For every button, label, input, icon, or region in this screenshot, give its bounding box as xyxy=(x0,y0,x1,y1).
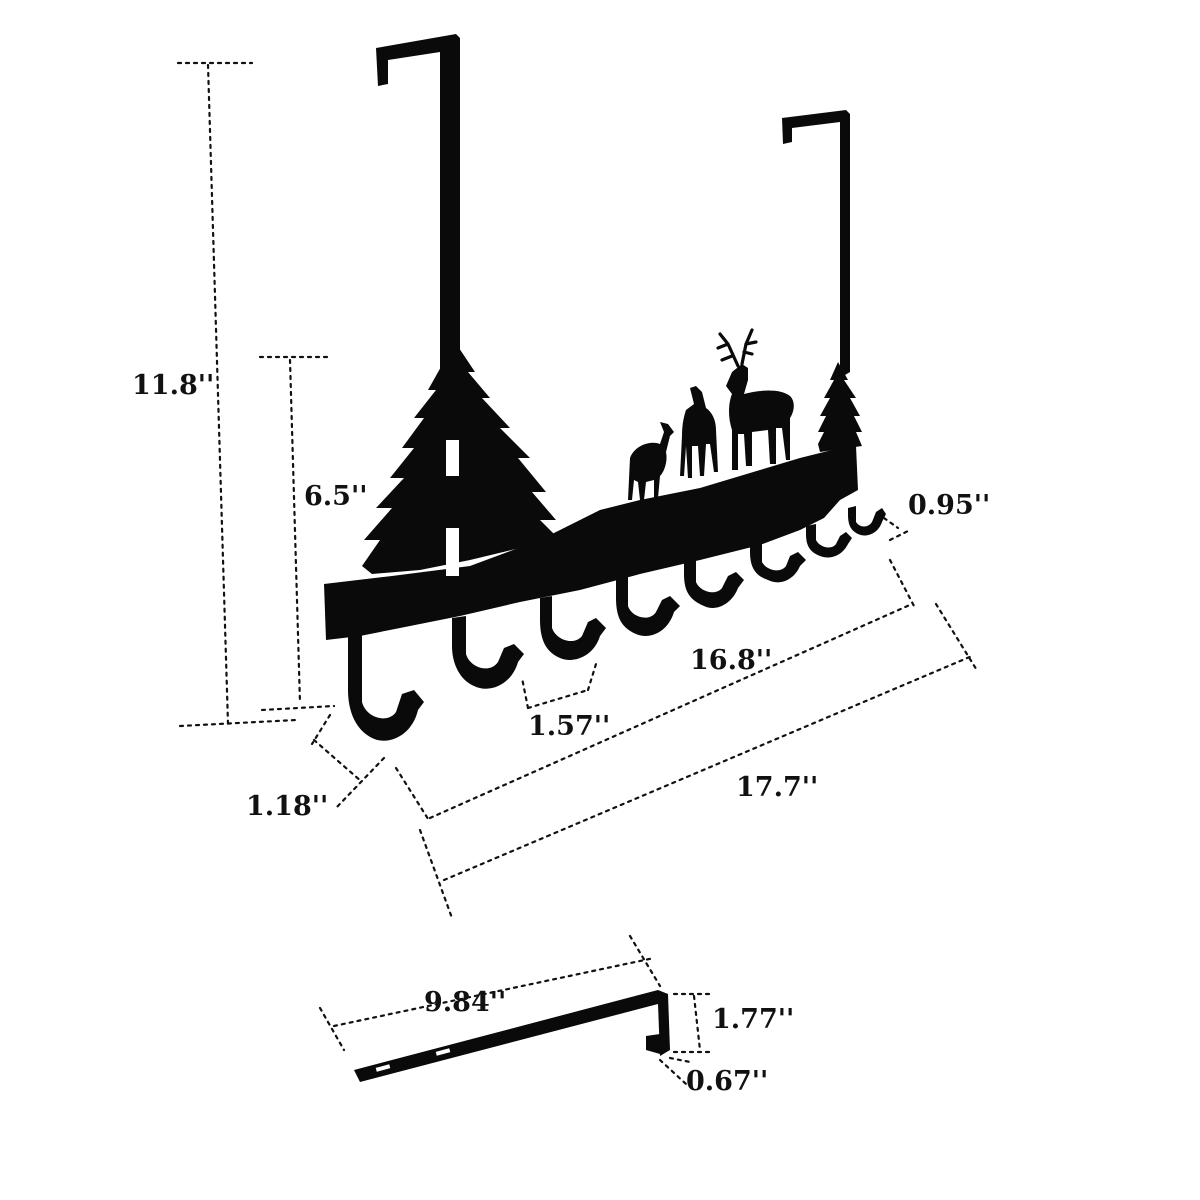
hanger-slot-2 xyxy=(435,1048,451,1056)
hook-7 xyxy=(806,524,852,558)
door-hanger-detail xyxy=(354,990,670,1082)
label-hanger-gap: 0.67'' xyxy=(686,1066,768,1097)
panel-slot-lower-notch xyxy=(446,546,458,556)
hooks xyxy=(348,506,886,741)
hook-5 xyxy=(684,558,744,608)
rack-bar xyxy=(324,446,858,640)
label-hook-height: 0.95'' xyxy=(908,490,990,521)
door-hanger-piece xyxy=(354,990,670,1082)
dimension-lines-hanger xyxy=(318,934,716,1086)
deer-doe xyxy=(680,386,718,478)
hook-3 xyxy=(540,596,606,660)
hook-8 xyxy=(848,506,886,536)
hook-4 xyxy=(616,576,680,636)
label-total-width: 17.7'' xyxy=(736,772,818,803)
deer-group xyxy=(628,328,794,500)
hook-6 xyxy=(750,540,806,583)
hanger-slot-1 xyxy=(375,1064,391,1072)
panel-slot-upper-notch xyxy=(446,456,458,466)
dimension-lines-main xyxy=(176,61,980,920)
deer-fawn xyxy=(628,422,674,500)
right-door-hanger xyxy=(782,110,850,378)
label-panel-height: 6.5'' xyxy=(304,481,368,512)
label-hanger-drop: 1.77'' xyxy=(712,1004,794,1035)
pine-tree-right xyxy=(818,362,862,452)
hook-1 xyxy=(348,634,424,741)
deer-stag xyxy=(716,328,794,470)
label-hook-span: 16.8'' xyxy=(690,645,772,676)
door-hanger-tip xyxy=(646,1034,660,1054)
label-hook-spacing: 1.57'' xyxy=(528,711,610,742)
pine-tree-left xyxy=(362,342,560,574)
over-door-hook-rack xyxy=(324,34,886,741)
hook-2 xyxy=(452,616,524,689)
panel-slot-upper xyxy=(446,440,459,476)
left-door-hanger xyxy=(376,34,460,372)
label-total-height: 11.8'' xyxy=(132,370,214,401)
label-hook-depth: 1.18'' xyxy=(246,791,328,822)
label-hanger-length: 9.84'' xyxy=(424,987,506,1018)
